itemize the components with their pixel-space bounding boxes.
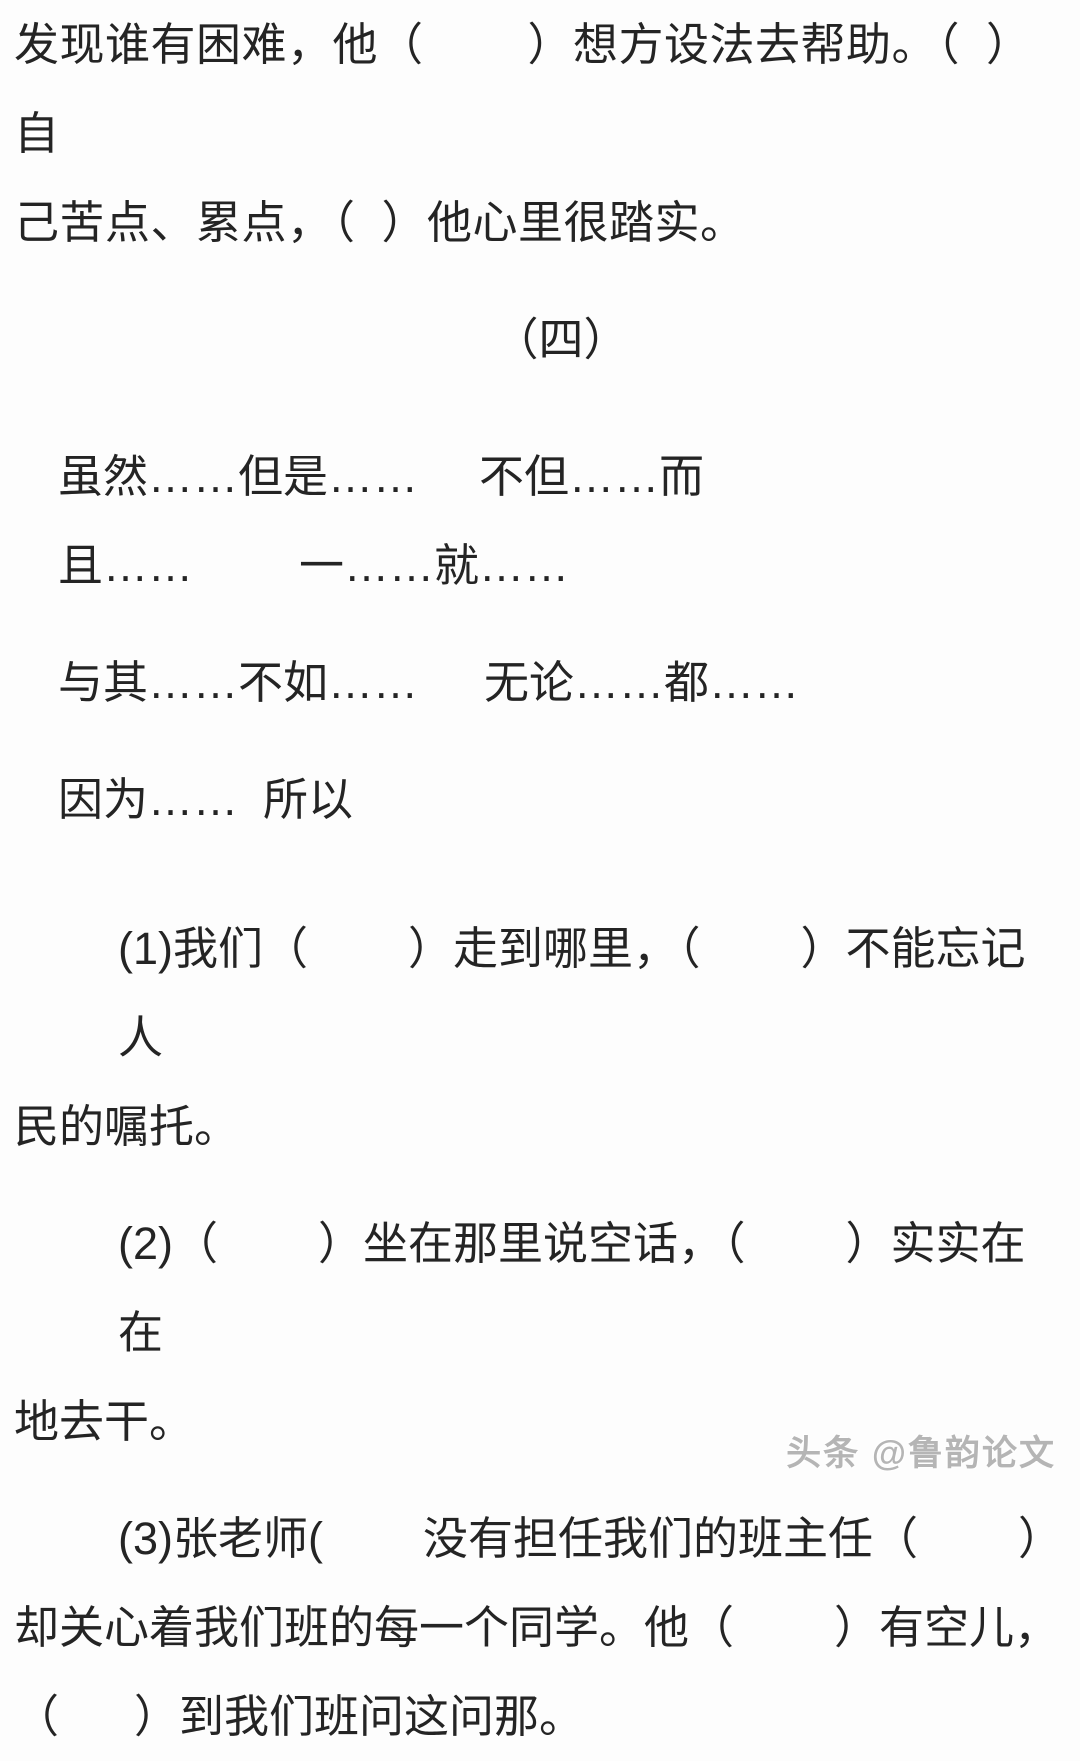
exercise-line: （ ）到我们班问这问那。 xyxy=(14,1691,585,1742)
conjunction-left: 且…… xyxy=(58,540,194,591)
exercise-line: 民的嘱托。 xyxy=(14,1101,240,1152)
conjunction-right: 一……就…… xyxy=(299,540,570,591)
exercise-line: 地去干。 xyxy=(14,1396,195,1447)
intro-line-1: 发现谁有困难，他（ ）想方设法去帮助。（ ）自 xyxy=(14,19,1032,159)
intro-paragraph: 发现谁有困难，他（ ）想方设法去帮助。（ ）自 己苦点、累点，（ ）他心里很踏实… xyxy=(14,0,1068,267)
spacer xyxy=(14,610,1068,638)
conjunction-row: 因为…… 所以 xyxy=(14,755,1068,844)
worksheet-page: 发现谁有困难，他（ ）想方设法去帮助。（ ）自 己苦点、累点，（ ）他心里很踏实… xyxy=(14,0,1068,1742)
conjunction-row: 与其……不如…… 无论……都…… xyxy=(14,638,1068,727)
exercise-item-2: (2)（ ）坐在那里说空话，（ ）实实在在 地去干。 xyxy=(14,1199,1068,1466)
intro-line-2: 己苦点、累点，（ ）他心里很踏实。 xyxy=(14,197,746,248)
conjunction-right: 无论……都…… xyxy=(484,657,800,708)
conjunction-right: 不但……而 xyxy=(479,451,705,502)
conjunction-left: 虽然……但是…… xyxy=(58,451,419,502)
exercise-item-1: (1)我们（ ）走到哪里，（ ）不能忘记人 民的嘱托。 xyxy=(14,904,1068,1171)
exercise-line: (2)（ ）坐在那里说空话，（ ）实实在在 xyxy=(118,1218,1026,1358)
exercise-line: (3)张老师( 没有担任我们的班主任（ ） xyxy=(118,1513,1064,1564)
spacer xyxy=(14,1171,1068,1199)
spacer xyxy=(14,727,1068,755)
exercise-item-3: (3)张老师( 没有担任我们的班主任（ ） 却关心着我们班的每一个同学。他（ ）… xyxy=(14,1494,1068,1761)
conjunction-left: 因为…… 所以 xyxy=(58,774,354,825)
exercise-line: (1)我们（ ）走到哪里，（ ）不能忘记人 xyxy=(118,923,1026,1063)
conjunction-row: 虽然……但是…… 不但……而 xyxy=(14,432,1068,521)
spacer xyxy=(14,384,1068,432)
conjunction-left: 与其……不如…… xyxy=(58,657,419,708)
exercise-line: 却关心着我们班的每一个同学。他（ ）有空儿， xyxy=(14,1602,1060,1653)
conjunction-right xyxy=(479,755,1068,844)
conjunction-row: 且…… 一……就…… xyxy=(14,521,1068,610)
conjunction-table: 虽然……但是…… 不但……而 且…… 一……就…… 与其……不如…… 无论……都… xyxy=(14,432,1068,844)
exercise-list: (1)我们（ ）走到哪里，（ ）不能忘记人 民的嘱托。 (2)（ ）坐在那里说空… xyxy=(14,904,1068,1761)
spacer xyxy=(14,844,1068,904)
spacer xyxy=(14,267,1068,295)
watermark: 头条 @鲁韵论文 xyxy=(786,1434,1056,1473)
section-heading: （四） xyxy=(493,314,629,365)
